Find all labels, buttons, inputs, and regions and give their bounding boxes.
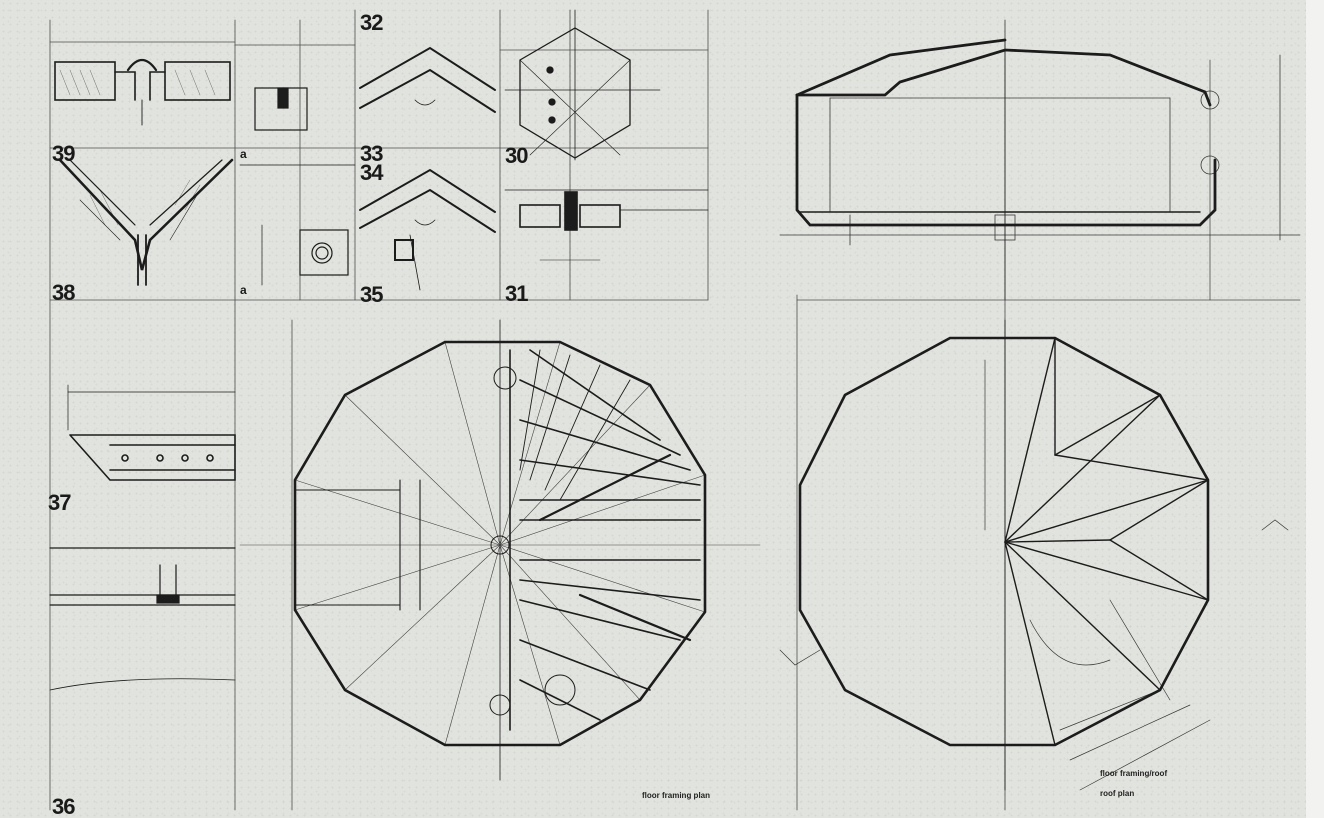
detail-label-36: 36 [52, 794, 76, 818]
section-a-detail [239, 87, 356, 286]
detail-label-30: 30 [505, 143, 529, 168]
elevation-details [779, 19, 1301, 301]
detail-39-joint [54, 58, 234, 286]
floor-circles [489, 366, 576, 716]
detail-label-31: 31 [505, 281, 529, 306]
sheet-grid [49, 9, 1301, 811]
floor-left-bay [294, 479, 421, 611]
floor-joists [509, 349, 701, 731]
detail-label-33: 33 [360, 141, 384, 166]
detail-label-32: 32 [360, 10, 384, 35]
hatching-39 [59, 69, 216, 226]
detail-label-38: 38 [52, 280, 76, 305]
roof-plan-polygon [798, 336, 1210, 747]
detail-37-beam [67, 384, 236, 481]
roof-plan-dims [779, 359, 1289, 791]
detail-label-39: 39 [52, 141, 76, 166]
detail-30-hub [504, 9, 661, 161]
caption-roof-plan: roof plan [1100, 789, 1135, 798]
detail-32-chevron [359, 46, 496, 291]
detail-label-35: 35 [360, 282, 384, 307]
detail-label-34: 34 [360, 160, 384, 185]
section-mark-a-top: a [240, 147, 247, 161]
detail-36-section [49, 547, 236, 691]
caption-floor-plan: floor framing plan [642, 791, 710, 800]
section-mark-a-bottom: a [240, 283, 247, 297]
floor-plan-radials [239, 319, 761, 781]
caption-roof-framing: floor framing/roof [1100, 769, 1168, 778]
detail-label-37: 37 [48, 490, 72, 515]
roof-plan-ridges [1004, 319, 1209, 791]
elevation-outline [795, 38, 1217, 227]
detail-31-section [504, 189, 709, 261]
